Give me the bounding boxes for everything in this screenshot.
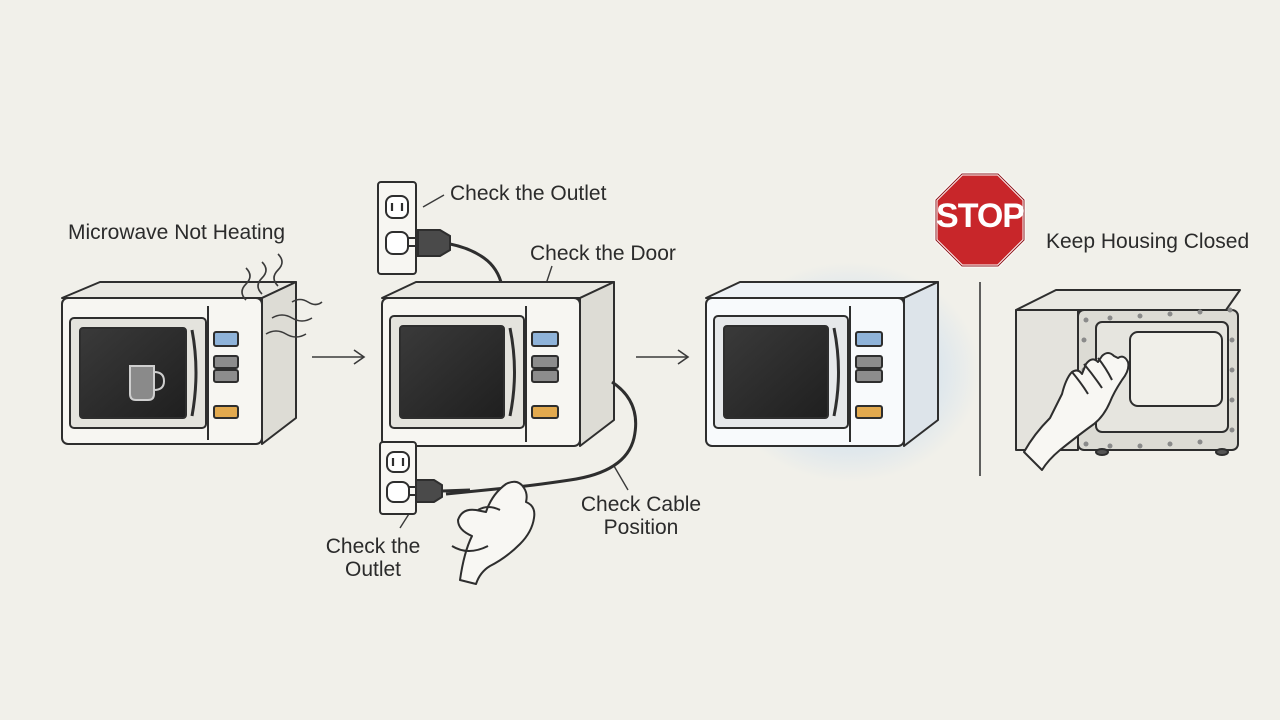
check-outlet-bottom-label-line2: Outlet [344,558,402,581]
wall-outlet-icon [379,441,417,515]
microwave-housing-icon [1015,289,1241,456]
hand-icon [1023,352,1130,471]
stop-sign-text: STOP [936,197,1025,235]
keep-housing-closed-label: Keep Housing Closed [1046,230,1250,253]
step-title-not-heating: Microwave Not Heating [68,221,286,244]
arrow-right-icon [636,349,690,365]
microwave-icon [381,281,615,447]
microwave-icon [705,281,939,447]
check-outlet-top-label: Check the Outlet [450,182,607,205]
check-cable-label-line2: Position [603,516,679,539]
power-cable [445,380,638,496]
wall-outlet-icon [377,181,417,275]
check-door-label: Check the Door [530,242,676,265]
coffee-mug-icon [129,365,166,401]
gloved-hand-icon [451,480,536,585]
arrow-right-icon [312,349,366,365]
heat-wave-icon [241,253,323,338]
power-plug-icon [408,229,504,287]
power-plug-icon [408,479,471,503]
check-outlet-bottom-label-line1: Check the [325,535,421,558]
check-cable-label-line1: Check Cable [580,493,702,516]
microwave-not-heating-icon [61,281,297,445]
